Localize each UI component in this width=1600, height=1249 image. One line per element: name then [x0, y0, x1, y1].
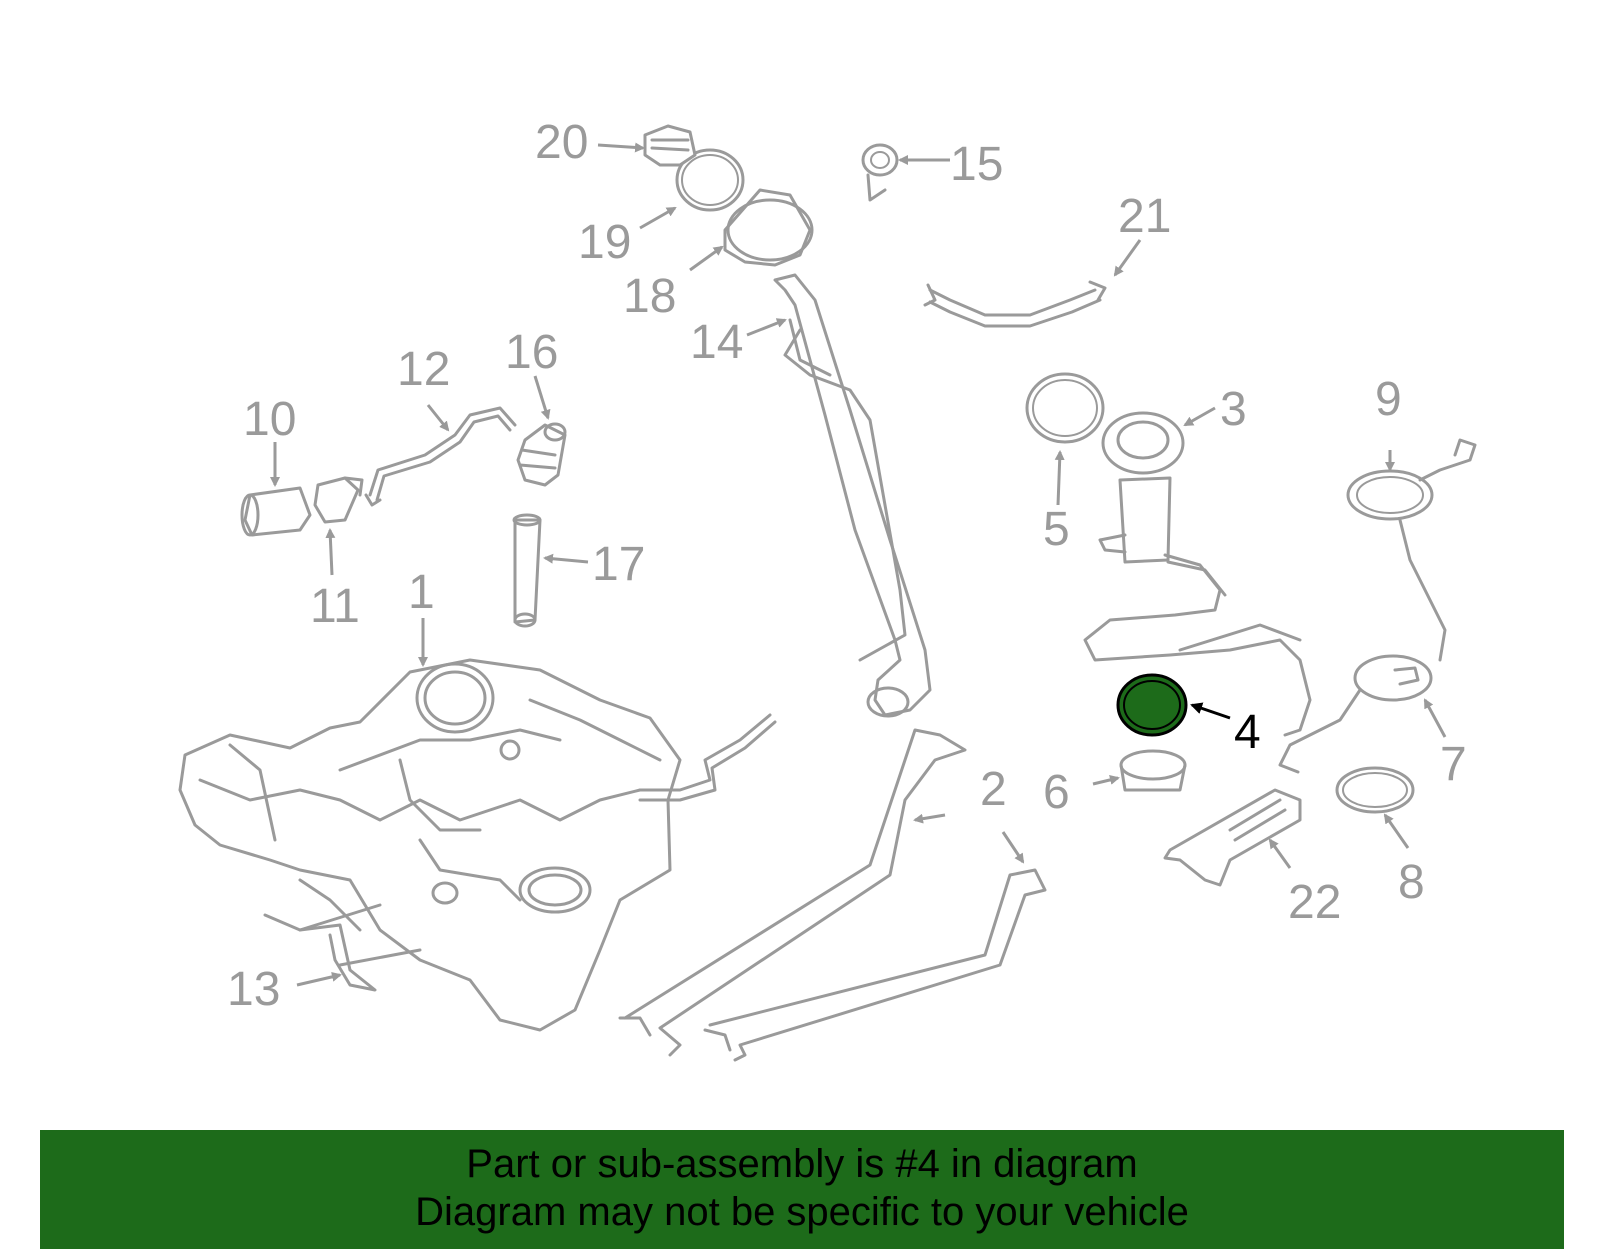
- callout-3: 3: [1220, 383, 1247, 436]
- highlighted-seal-part: [1116, 673, 1188, 737]
- fuel-line-part: [364, 406, 517, 507]
- callout-12: 12: [397, 343, 450, 396]
- callout-14: 14: [690, 316, 743, 369]
- fuel-tank-part: [178, 658, 777, 1032]
- vent-hose-part: [923, 280, 1107, 328]
- pump-cover-part: [1163, 788, 1302, 887]
- sender-o-ring-part: [1335, 766, 1415, 814]
- callout-7: 7: [1440, 738, 1467, 791]
- callout-9: 9: [1375, 373, 1402, 426]
- banner-disclaimer-line: Diagram may not be specific to your vehi…: [415, 1190, 1189, 1234]
- hose-connector-part: [516, 422, 567, 487]
- callout-19: 19: [578, 216, 631, 269]
- callout-4: 4: [1234, 706, 1261, 759]
- callout-16: 16: [505, 326, 558, 379]
- fuel-filter-part: [240, 486, 312, 537]
- callout-17: 17: [592, 538, 645, 591]
- callout-8: 8: [1398, 856, 1425, 909]
- fuel-cap-part: [643, 124, 697, 167]
- tank-strap-part: [618, 728, 1047, 1062]
- tube-part: [512, 513, 542, 628]
- heat-shield-part: [263, 903, 422, 992]
- callout-1: 1: [408, 566, 435, 619]
- fuel-pump-part: [1083, 411, 1312, 737]
- level-sender-part: [1278, 654, 1433, 774]
- filler-pipe-part: [773, 273, 932, 718]
- o-ring-part: [675, 148, 745, 212]
- banner-part-line: Part or sub-assembly is #4 in diagram: [466, 1142, 1138, 1186]
- sender-ring-part: [1346, 438, 1477, 662]
- callout-2: 2: [980, 763, 1007, 816]
- callout-18: 18: [623, 270, 676, 323]
- leader-arrows: [270, 142, 1447, 987]
- callout-20: 20: [535, 116, 588, 169]
- callout-11: 11: [310, 580, 360, 633]
- callout-15: 15: [950, 138, 1003, 191]
- valve-part: [861, 143, 899, 202]
- callout-5: 5: [1043, 503, 1070, 556]
- filler-housing-part: [723, 188, 814, 267]
- callout-13: 13: [227, 963, 280, 1016]
- callout-22: 22: [1288, 876, 1341, 929]
- info-banner: Part or sub-assembly is #4 in diagram Di…: [40, 1130, 1564, 1249]
- pump-seal-ring-part: [1025, 372, 1105, 444]
- lock-ring-part: [1119, 749, 1187, 792]
- callout-6: 6: [1043, 766, 1070, 819]
- callout-21: 21: [1118, 190, 1171, 243]
- callout-10: 10: [243, 393, 296, 446]
- filter-bracket-part: [313, 476, 364, 524]
